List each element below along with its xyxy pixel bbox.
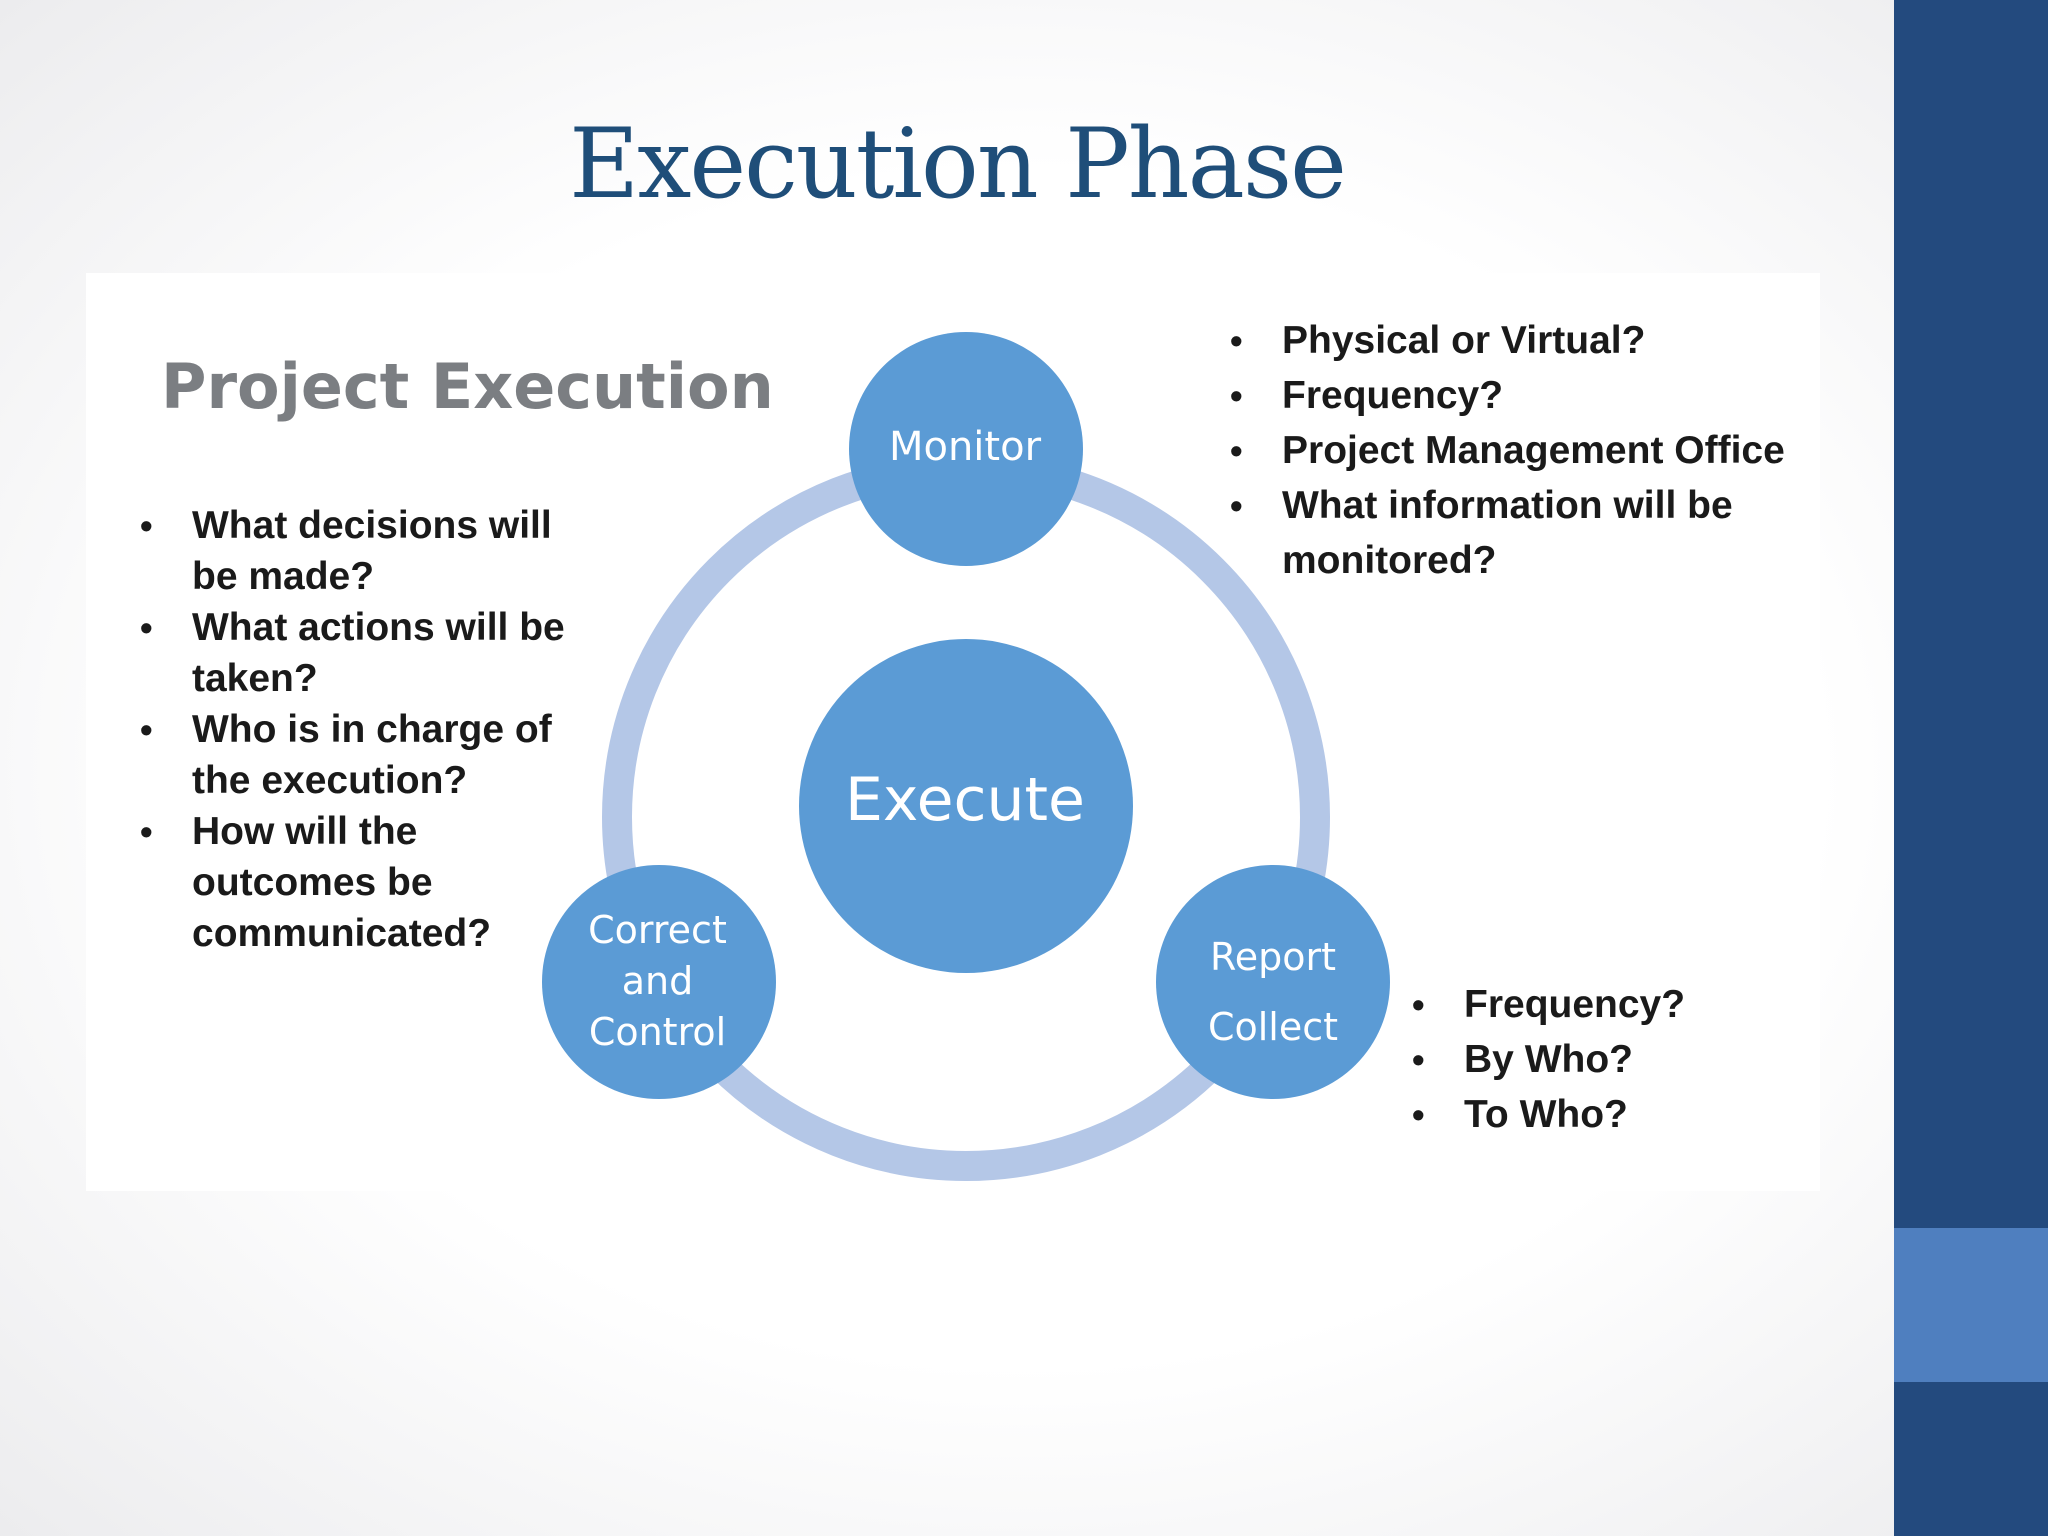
node-report-collect xyxy=(1156,865,1390,1099)
report-label-line: Collect xyxy=(1207,1005,1339,1049)
list-item: Who is in charge of the execution? xyxy=(140,704,580,806)
correct-label-line: Correct xyxy=(588,908,727,952)
execute-label: Execute xyxy=(845,765,1085,835)
list-item: Physical or Virtual? xyxy=(1230,313,1870,368)
sidebar-accent-block xyxy=(1894,1228,2048,1382)
diagram-title: Project Execution xyxy=(161,350,774,423)
report-collect-label: Report Collect xyxy=(1158,922,1388,1062)
list-item: What decisions will be made? xyxy=(140,500,580,602)
list-item: How will the outcomes be communicated? xyxy=(140,806,580,959)
list-item: Project Management Office xyxy=(1230,423,1870,478)
list-item: Frequency? xyxy=(1230,368,1870,423)
node-execute xyxy=(799,639,1133,973)
list-item: Frequency? xyxy=(1412,977,1732,1032)
node-correct-control xyxy=(542,865,776,1099)
monitor-questions-list: Physical or Virtual? Frequency? Project … xyxy=(1230,313,1870,588)
monitor-label: Monitor xyxy=(888,424,1042,470)
node-monitor xyxy=(849,332,1083,566)
list-item: What actions will be taken? xyxy=(140,602,580,704)
correct-label-line: Control xyxy=(588,1010,727,1054)
correct-control-label: Correct and Control xyxy=(540,905,775,1058)
list-item: To Who? xyxy=(1412,1087,1732,1142)
slide-title: Execution Phase xyxy=(569,108,1347,220)
report-label-line: Report xyxy=(1210,935,1336,979)
report-questions-list: Frequency? By Who? To Who? xyxy=(1412,977,1732,1142)
list-item: By Who? xyxy=(1412,1032,1732,1087)
correct-label-line: and xyxy=(621,959,694,1003)
list-item: What information will be monitored? xyxy=(1230,478,1870,588)
execution-questions-list: What decisions will be made? What action… xyxy=(140,500,580,959)
